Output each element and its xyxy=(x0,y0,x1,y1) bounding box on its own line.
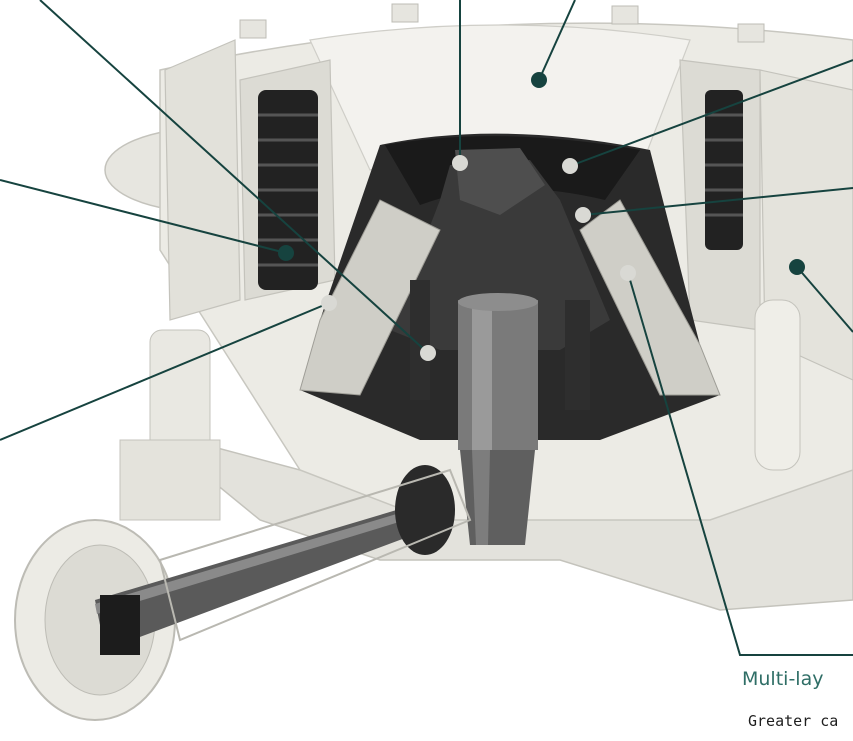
leader-line-7 xyxy=(0,302,330,441)
leader-line-8 xyxy=(796,266,853,333)
marker-2 xyxy=(452,155,468,171)
marker-3 xyxy=(531,72,547,88)
leader-line-3 xyxy=(538,0,576,81)
leader-line-9 xyxy=(627,272,853,656)
crushing-chamber xyxy=(299,133,721,441)
leader-line-1 xyxy=(39,0,429,354)
marker-8 xyxy=(789,259,805,275)
marker-9 xyxy=(620,265,636,281)
countershaft xyxy=(14,465,472,721)
callout-title: Multi-lay xyxy=(742,668,824,690)
marker-4 xyxy=(562,158,578,174)
leader-lines xyxy=(0,0,853,656)
main-shaft xyxy=(410,280,590,545)
leader-line-4 xyxy=(569,59,853,167)
marker-7 xyxy=(321,295,337,311)
leader-line-6 xyxy=(0,179,287,254)
markers xyxy=(278,72,805,361)
marker-1 xyxy=(420,345,436,361)
marker-5 xyxy=(575,207,591,223)
leader-line-5 xyxy=(582,187,853,216)
marker-6 xyxy=(278,245,294,261)
callout-body: Greater ca xyxy=(748,712,839,730)
